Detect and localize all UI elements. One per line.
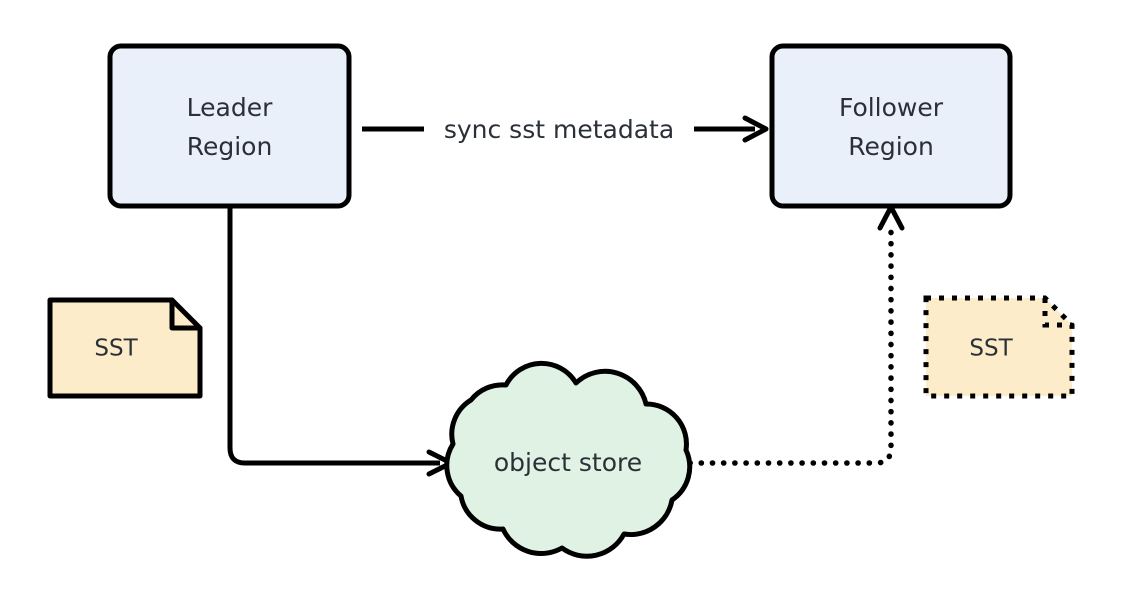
sst-leader-label: SST [94, 336, 138, 362]
sst-follower-fold-icon [1042, 298, 1072, 328]
edge-leader-to-follower-arrowhead [742, 115, 769, 143]
edge-object-store-to-follower-line [687, 225, 894, 466]
leader-region-label-line1: Leader [187, 93, 273, 122]
node-sst-leader[interactable]: SST [47, 297, 203, 399]
sst-leader-fold-icon [169, 297, 203, 331]
leader-region-label-line2: Region [187, 132, 273, 161]
follower-region-label-line1: Follower [839, 93, 944, 122]
node-leader-region[interactable]: Leader Region [107, 43, 352, 209]
leader-region-box[interactable] [107, 43, 352, 209]
sst-leader-body[interactable] [47, 297, 203, 399]
edge-object-store-to-follower [687, 204, 905, 466]
edge-object-store-to-follower-arrowhead [877, 204, 905, 231]
edge-leader-to-object-store [227, 206, 454, 477]
sst-follower-label: SST [969, 336, 1013, 362]
follower-region-label-line2: Region [848, 132, 934, 161]
node-follower-region[interactable]: Follower Region [769, 43, 1013, 209]
object-store-label: object store [494, 448, 642, 477]
edge-leader-to-follower: sync sst metadata [362, 115, 769, 144]
sst-follower-body[interactable] [923, 295, 1075, 399]
node-sst-follower[interactable]: SST [923, 295, 1075, 399]
edge-leader-to-object-store-line [227, 206, 440, 466]
edge-label-sync-sst-metadata: sync sst metadata [444, 115, 674, 144]
object-store-cloud-shape[interactable] [444, 360, 693, 559]
node-object-store[interactable]: object store [444, 360, 693, 559]
follower-region-box[interactable] [769, 43, 1013, 209]
